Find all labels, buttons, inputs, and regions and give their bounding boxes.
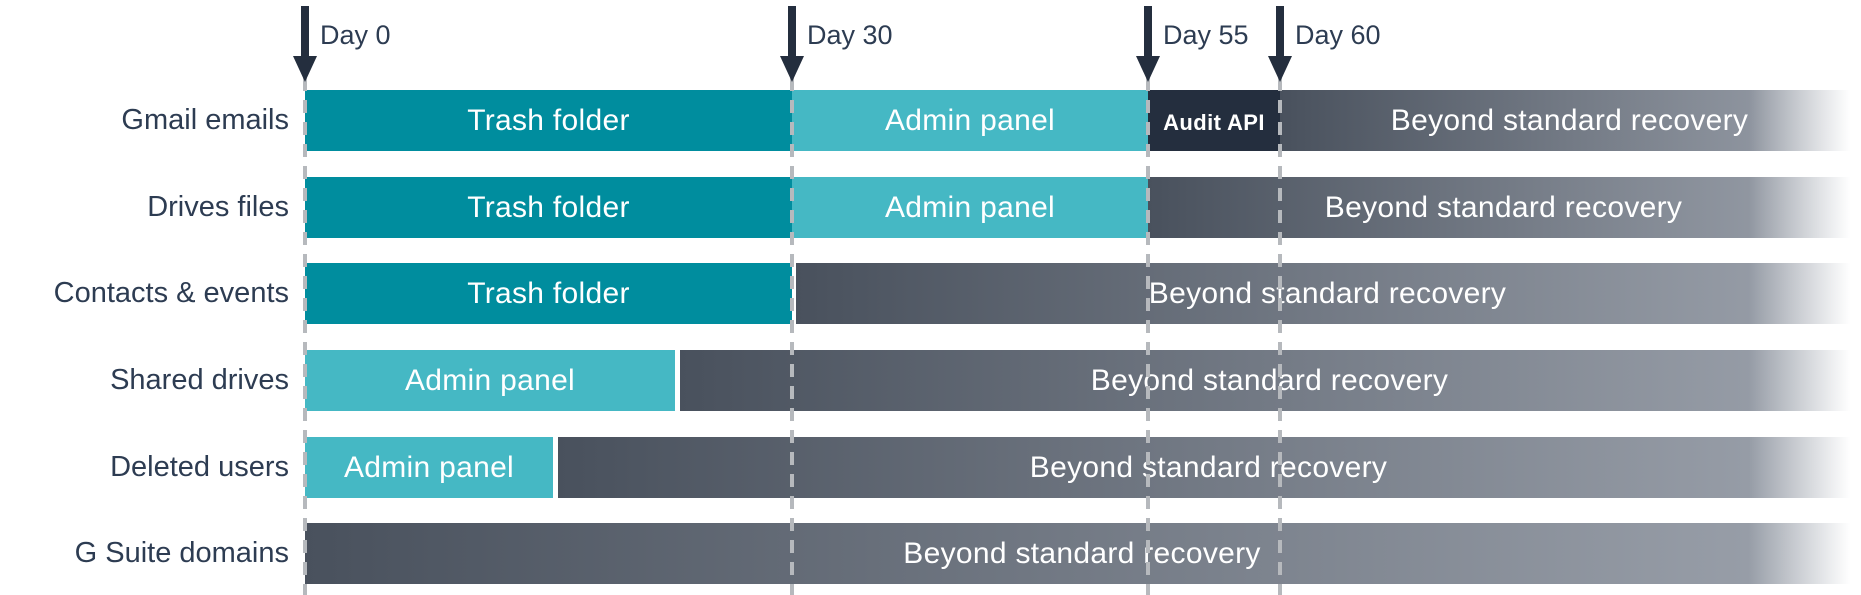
row-label: Drives files [147,191,289,223]
bar-segment: Beyond standard recovery [1280,90,1859,151]
bar-segment: Trash folder [305,263,792,324]
day-marker-label: Day 0 [320,20,391,50]
bar-segment: Admin panel [305,350,675,411]
row-label: Shared drives [110,364,289,396]
bar-segment: Admin panel [792,90,1148,151]
bar-segment-label: Trash folder [467,277,630,310]
arrow-stem [1144,6,1152,57]
day-marker-label: Day 30 [807,20,893,50]
bar-segment: Beyond standard recovery [680,350,1859,411]
bar-segment: Beyond standard recovery [1148,177,1859,238]
arrow-stem [301,6,309,57]
bar-segment: Beyond standard recovery [558,437,1859,498]
bar-segment-label: Beyond standard recovery [1324,191,1683,224]
bar-segment: Trash folder [305,177,792,238]
bar-segment-label: Beyond standard recovery [903,537,1261,570]
bar-segment: Admin panel [792,177,1148,238]
timeline-dashed-line [790,78,794,595]
row-label: Contacts & events [53,277,289,309]
row-label: Gmail emails [121,104,289,136]
bar-segment-label: Audit API [1163,110,1265,135]
bar-segment-label: Beyond standard recovery [1390,104,1749,137]
arrow-head-icon [1136,56,1160,82]
bar-segment-label: Admin panel [884,191,1056,224]
bar-segment-label: Beyond standard recovery [1029,451,1388,484]
bar-segment: Audit API [1148,90,1280,151]
timeline-dashed-line [1278,78,1282,595]
bar-segment-label: Admin panel [404,364,576,397]
arrow-head-icon [1268,56,1292,82]
bar-segment: Admin panel [305,437,553,498]
bar-segment-label: Beyond standard recovery [1148,277,1507,310]
arrow-head-icon [780,56,804,82]
arrow-stem [1276,6,1284,57]
bar-segment-label: Trash folder [467,191,630,224]
arrow-stem [788,6,796,57]
timeline-dashed-line [303,78,307,595]
bar-segment-label: Admin panel [343,451,515,484]
row-label: Deleted users [110,451,289,483]
bar-segment-label: Admin panel [884,104,1056,137]
day-marker-label: Day 55 [1163,20,1249,50]
day-marker-label: Day 60 [1295,20,1381,50]
timeline-dashed-line [1146,78,1150,595]
row-label: G Suite domains [74,537,289,569]
bar-segment-label: Trash folder [467,104,630,137]
bar-segment: Beyond standard recovery [796,263,1859,324]
bar-segment-label: Beyond standard recovery [1090,364,1449,397]
arrow-head-icon [293,56,317,82]
bar-segment: Beyond standard recovery [305,523,1859,584]
bar-segment: Trash folder [305,90,792,151]
